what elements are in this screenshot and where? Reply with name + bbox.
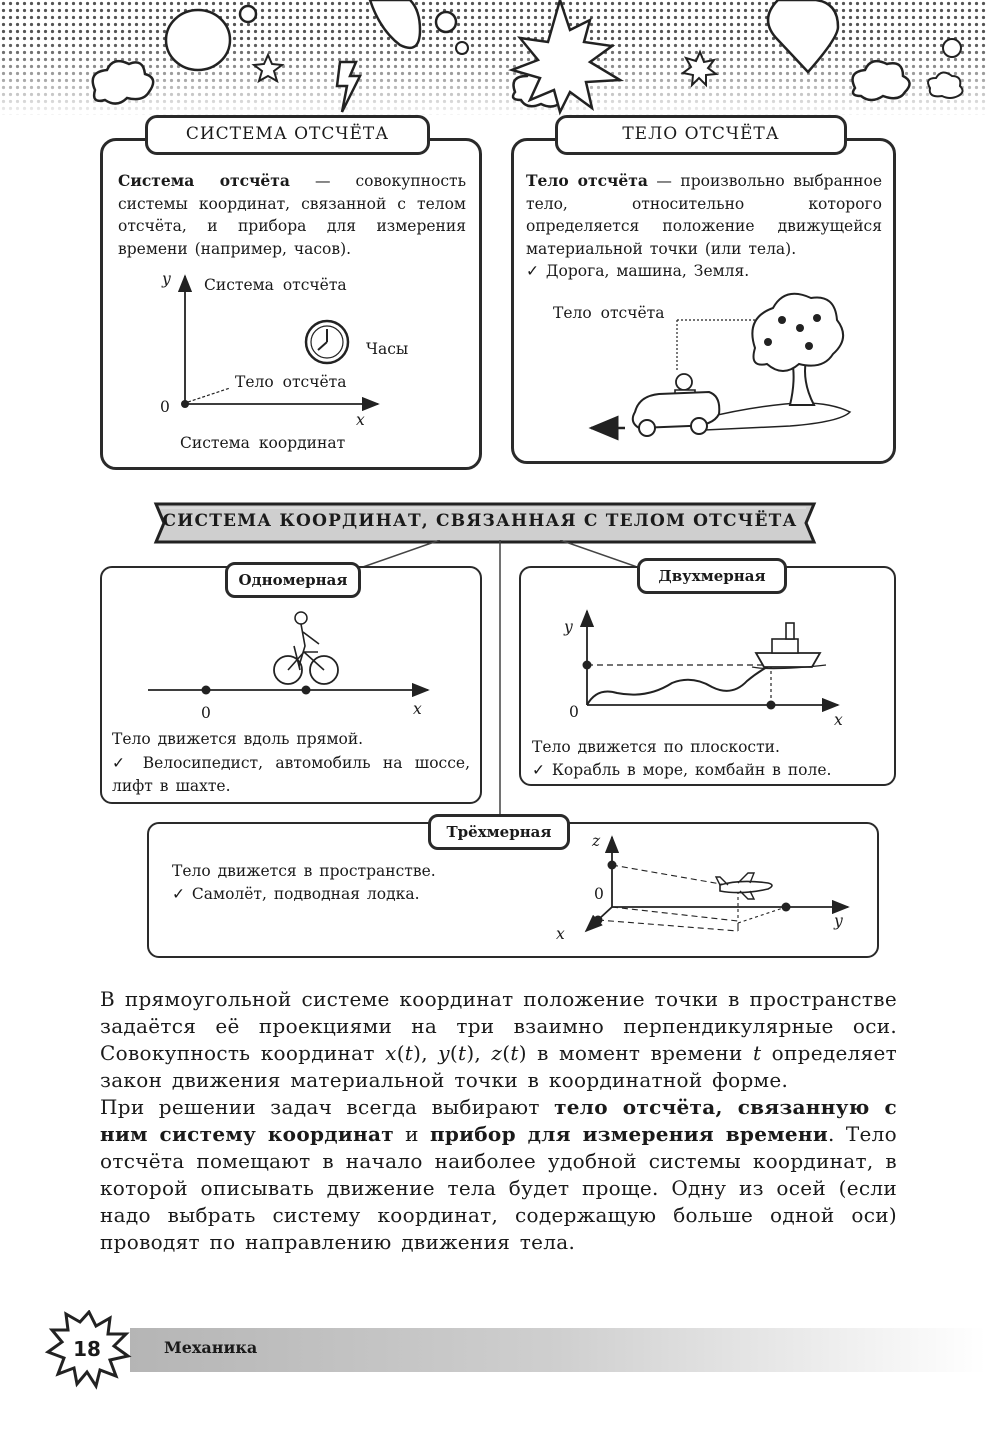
reference-body-definition: Тело отсчёта — произвольно выбранное тел… [526, 170, 882, 260]
three-dim-example: ✓ Самолёт, подводная лодка. [172, 885, 420, 903]
three-dim-diagram [584, 835, 850, 933]
two-dim-axis-y: y [564, 618, 573, 636]
section-label: Механика [164, 1338, 258, 1357]
diagram1-origin: 0 [160, 398, 170, 416]
three-dim-origin: 0 [594, 885, 604, 903]
one-dim-example: ✓ Велосипедист, автомобиль на шоссе, лиф… [112, 754, 470, 795]
one-dim-axis-x: x [413, 700, 422, 718]
reference-body-term: Тело отсчёта [526, 171, 648, 190]
one-dim-diagram [148, 611, 430, 698]
two-dim-axis-x: x [834, 711, 843, 729]
ship-icon [751, 622, 827, 670]
reference-body-def-text: — произвольно выбранное тело, относитель… [526, 172, 882, 258]
bubble-doodle [164, 8, 232, 72]
three-dim-axis-y: y [834, 912, 843, 930]
three-dim-title: Трёхмерная [428, 814, 570, 850]
one-dim-title: Одномерная [225, 562, 361, 598]
diagram1-label-body: Тело отсчёта [235, 373, 347, 391]
reference-body-example: ✓ Дорога, машина, Земля. [526, 262, 750, 280]
ship-trajectory [586, 664, 772, 706]
tree-icon [751, 292, 844, 406]
cyclist-point [301, 685, 311, 695]
three-dim-axis-z: z [592, 832, 601, 850]
three-dim-axis-x: x [556, 925, 565, 943]
one-dim-text: Тело движется вдоль прямой. [112, 730, 364, 748]
diagram1-label-clock: Часы [366, 340, 409, 358]
connector-lines [359, 540, 641, 822]
two-dim-text: Тело движется по плоскости. [532, 738, 780, 756]
one-dim-origin: 0 [201, 704, 211, 722]
reference-system-diagram [177, 274, 380, 412]
three-dim-text: Тело движется в пространстве. [172, 862, 436, 880]
body-pointer-line [187, 387, 231, 403]
car-icon [631, 373, 721, 437]
footer-bar [130, 1328, 986, 1372]
two-dim-title: Двухмерная [637, 558, 787, 594]
origin-point-1d [201, 685, 211, 695]
diagram1-label-system: Система отсчёта [204, 276, 347, 294]
banner-shape [153, 502, 817, 544]
two-dim-diagram [579, 609, 840, 713]
drop-doodle [368, 0, 422, 50]
header-decoration [0, 0, 986, 120]
banner-title: СИСТЕМА КООРДИНАТ, СВЯЗАННАЯ С ТЕЛОМ ОТС… [162, 511, 798, 531]
reference-system-title: СИСТЕМА ОТСЧЁТА [145, 115, 430, 155]
reference-system-def-text: — совокупность системы координат, связан… [118, 172, 467, 258]
cloud-doodle [91, 59, 155, 105]
main-paragraph-2: При решении задач всегда выбирают тело о… [100, 1095, 897, 1254]
car-tree-illustration [588, 292, 852, 441]
star-doodle [251, 52, 285, 84]
burst-doodle [508, 0, 625, 116]
road-icon [704, 402, 852, 431]
cloud-doodle-3 [851, 59, 911, 102]
diagram1-axis-x: x [356, 411, 365, 429]
airplane-icon [714, 872, 773, 900]
diagram1-label-coords: Система координат [180, 434, 346, 452]
page-number-burst [44, 1310, 132, 1390]
reference-system-term: Система отсчёта [118, 171, 290, 190]
reference-system-definition: Система отсчёта — совокупность системы к… [118, 170, 466, 260]
clock-icon [304, 319, 350, 365]
main-paragraph-1: В прямоугольной системе координат положе… [100, 987, 898, 1092]
heart-doodle [766, 0, 840, 74]
two-dim-box [519, 566, 896, 786]
x-projection-point [766, 700, 776, 710]
reference-system-box [100, 138, 482, 470]
origin-point [181, 400, 189, 408]
two-dim-origin: 0 [569, 703, 579, 721]
page-number: 18 [73, 1337, 101, 1361]
lightning-doodle [335, 60, 363, 113]
reference-body-title: ТЕЛО ОТСЧЁТА [555, 115, 847, 155]
main-text: В прямоугольной системе координат положе… [100, 986, 897, 1256]
diagram1-axis-y: y [162, 270, 171, 288]
reference-body-illustration-label: Тело отсчёта [553, 304, 665, 322]
two-dim-example: ✓ Корабль в море, комбайн в поле. [532, 761, 832, 779]
cyclist-icon [273, 611, 339, 685]
